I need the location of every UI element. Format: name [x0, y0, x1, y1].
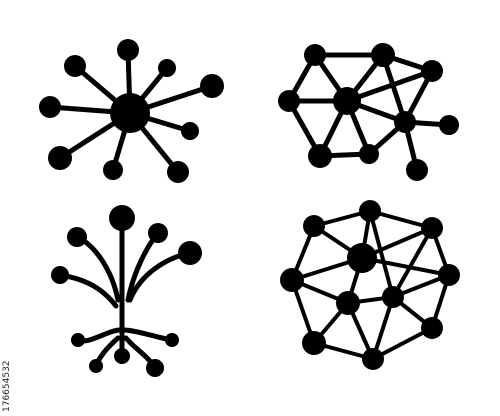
image-id-label: 176654532 — [2, 292, 16, 412]
mesh-network-icon — [278, 43, 459, 181]
dense-mesh-network-icon — [280, 200, 460, 370]
tree-network-icon — [51, 205, 202, 377]
radial-network-icon — [39, 39, 224, 183]
image-id-text: 176654532 — [2, 360, 12, 412]
